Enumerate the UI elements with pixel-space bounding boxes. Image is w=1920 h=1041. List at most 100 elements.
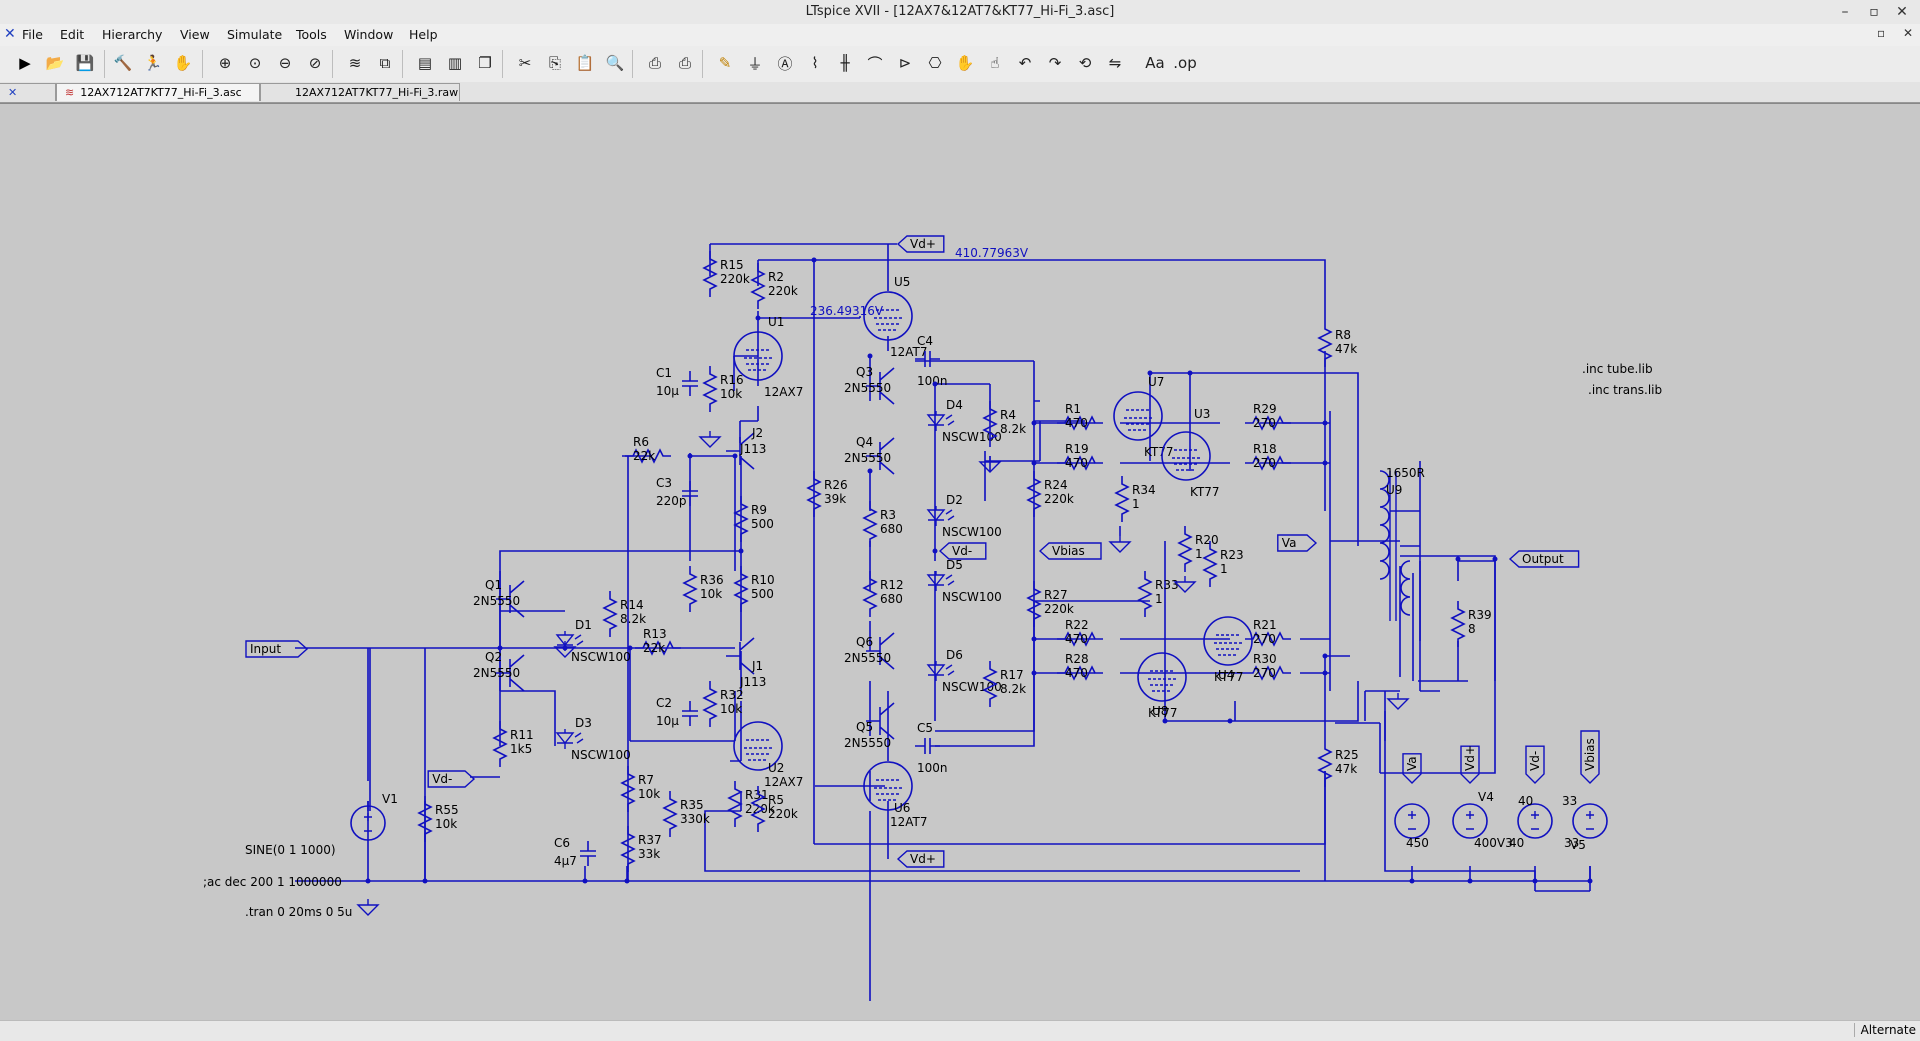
resistor-r4[interactable]: R48.2k — [982, 401, 1026, 447]
ground-icon[interactable] — [1173, 576, 1197, 593]
menu-view[interactable]: View — [180, 27, 210, 42]
capacitor-icon[interactable]: ╫ — [840, 54, 850, 72]
ground-icon[interactable] — [356, 899, 380, 916]
menu-hierarchy[interactable]: Hierarchy — [102, 27, 163, 42]
restore-button[interactable]: ▫ — [1869, 4, 1879, 20]
rotate-icon[interactable]: ⟲ — [1078, 54, 1092, 72]
voltage-source-[interactable]: 450 — [1394, 803, 1430, 850]
run-icon[interactable]: ▶ — [19, 54, 31, 72]
zoom-in-icon[interactable]: ⊕ — [218, 54, 232, 72]
label-net-icon[interactable]: Ⓐ — [777, 54, 793, 73]
spice-directive-icon[interactable]: .op — [1173, 54, 1197, 72]
menu-tools[interactable]: Tools — [296, 27, 327, 42]
net-label-vd-minus-source[interactable]: Vd- — [1525, 745, 1545, 784]
wire-icon[interactable]: ✎ — [718, 54, 732, 72]
menu-window[interactable]: Window — [344, 27, 394, 42]
tab-waveform[interactable]: 12AX712AT7KT77_Hi-Fi_3.raw — [260, 83, 460, 101]
net-label-vbias-center[interactable]: Vbias — [1038, 542, 1102, 560]
voltage-source-v1[interactable]: V1 — [350, 792, 398, 841]
ground-icon[interactable]: ⏚ — [747, 54, 763, 73]
component-icon[interactable]: ⎔ — [928, 54, 942, 72]
mirror-icon[interactable]: ⇋ — [1108, 54, 1122, 72]
menu-edit[interactable]: Edit — [60, 27, 85, 42]
cut-icon[interactable]: ✂ — [518, 54, 532, 72]
print-icon[interactable]: ⎙ — [648, 54, 661, 72]
net-label-vd-minus-left[interactable]: Vd- — [427, 770, 476, 788]
zoom-fit-icon[interactable]: ⊙ — [248, 54, 262, 72]
copy-icon[interactable]: ⎘ — [548, 54, 561, 72]
inductor-icon[interactable]: ⌒ — [867, 54, 883, 73]
autorange-icon[interactable]: ⧉ — [379, 54, 391, 72]
redo-icon[interactable]: ↷ — [1048, 54, 1062, 72]
save-icon[interactable]: 💾 — [75, 54, 95, 72]
find-icon[interactable]: 🔍 — [605, 54, 625, 72]
drag-icon[interactable]: ☝ — [990, 54, 1000, 72]
voltage-source-[interactable]: 33 — [1564, 803, 1608, 850]
move-icon[interactable]: ✋ — [955, 54, 975, 72]
net-label-output[interactable]: Output — [1508, 550, 1580, 568]
net-label-va-source[interactable]: Va — [1402, 753, 1422, 784]
net-label-vd-plus-bottom[interactable]: Vd+ — [896, 850, 945, 868]
voltage-source-[interactable]: 40 — [1509, 803, 1553, 850]
tile-vertical-icon[interactable]: ▥ — [447, 54, 463, 72]
net-label-vd-minus-center[interactable]: Vd- — [938, 542, 987, 560]
control-panel-icon[interactable]: 🔨 — [113, 54, 133, 72]
hand-pan-icon[interactable]: ✋ — [173, 54, 193, 72]
tab-schematic[interactable]: ≋12AX712AT7KT77_Hi-Fi_3.asc — [56, 83, 260, 101]
menu-help[interactable]: Help — [409, 27, 438, 42]
resistor-icon[interactable]: ⌇ — [811, 54, 819, 72]
paste-icon[interactable]: 📋 — [575, 54, 595, 72]
halt-icon[interactable]: 🏃 — [143, 54, 163, 72]
net-label-vd-plus-source[interactable]: Vd+ — [1460, 745, 1480, 784]
ground-icon[interactable] — [1386, 693, 1410, 710]
